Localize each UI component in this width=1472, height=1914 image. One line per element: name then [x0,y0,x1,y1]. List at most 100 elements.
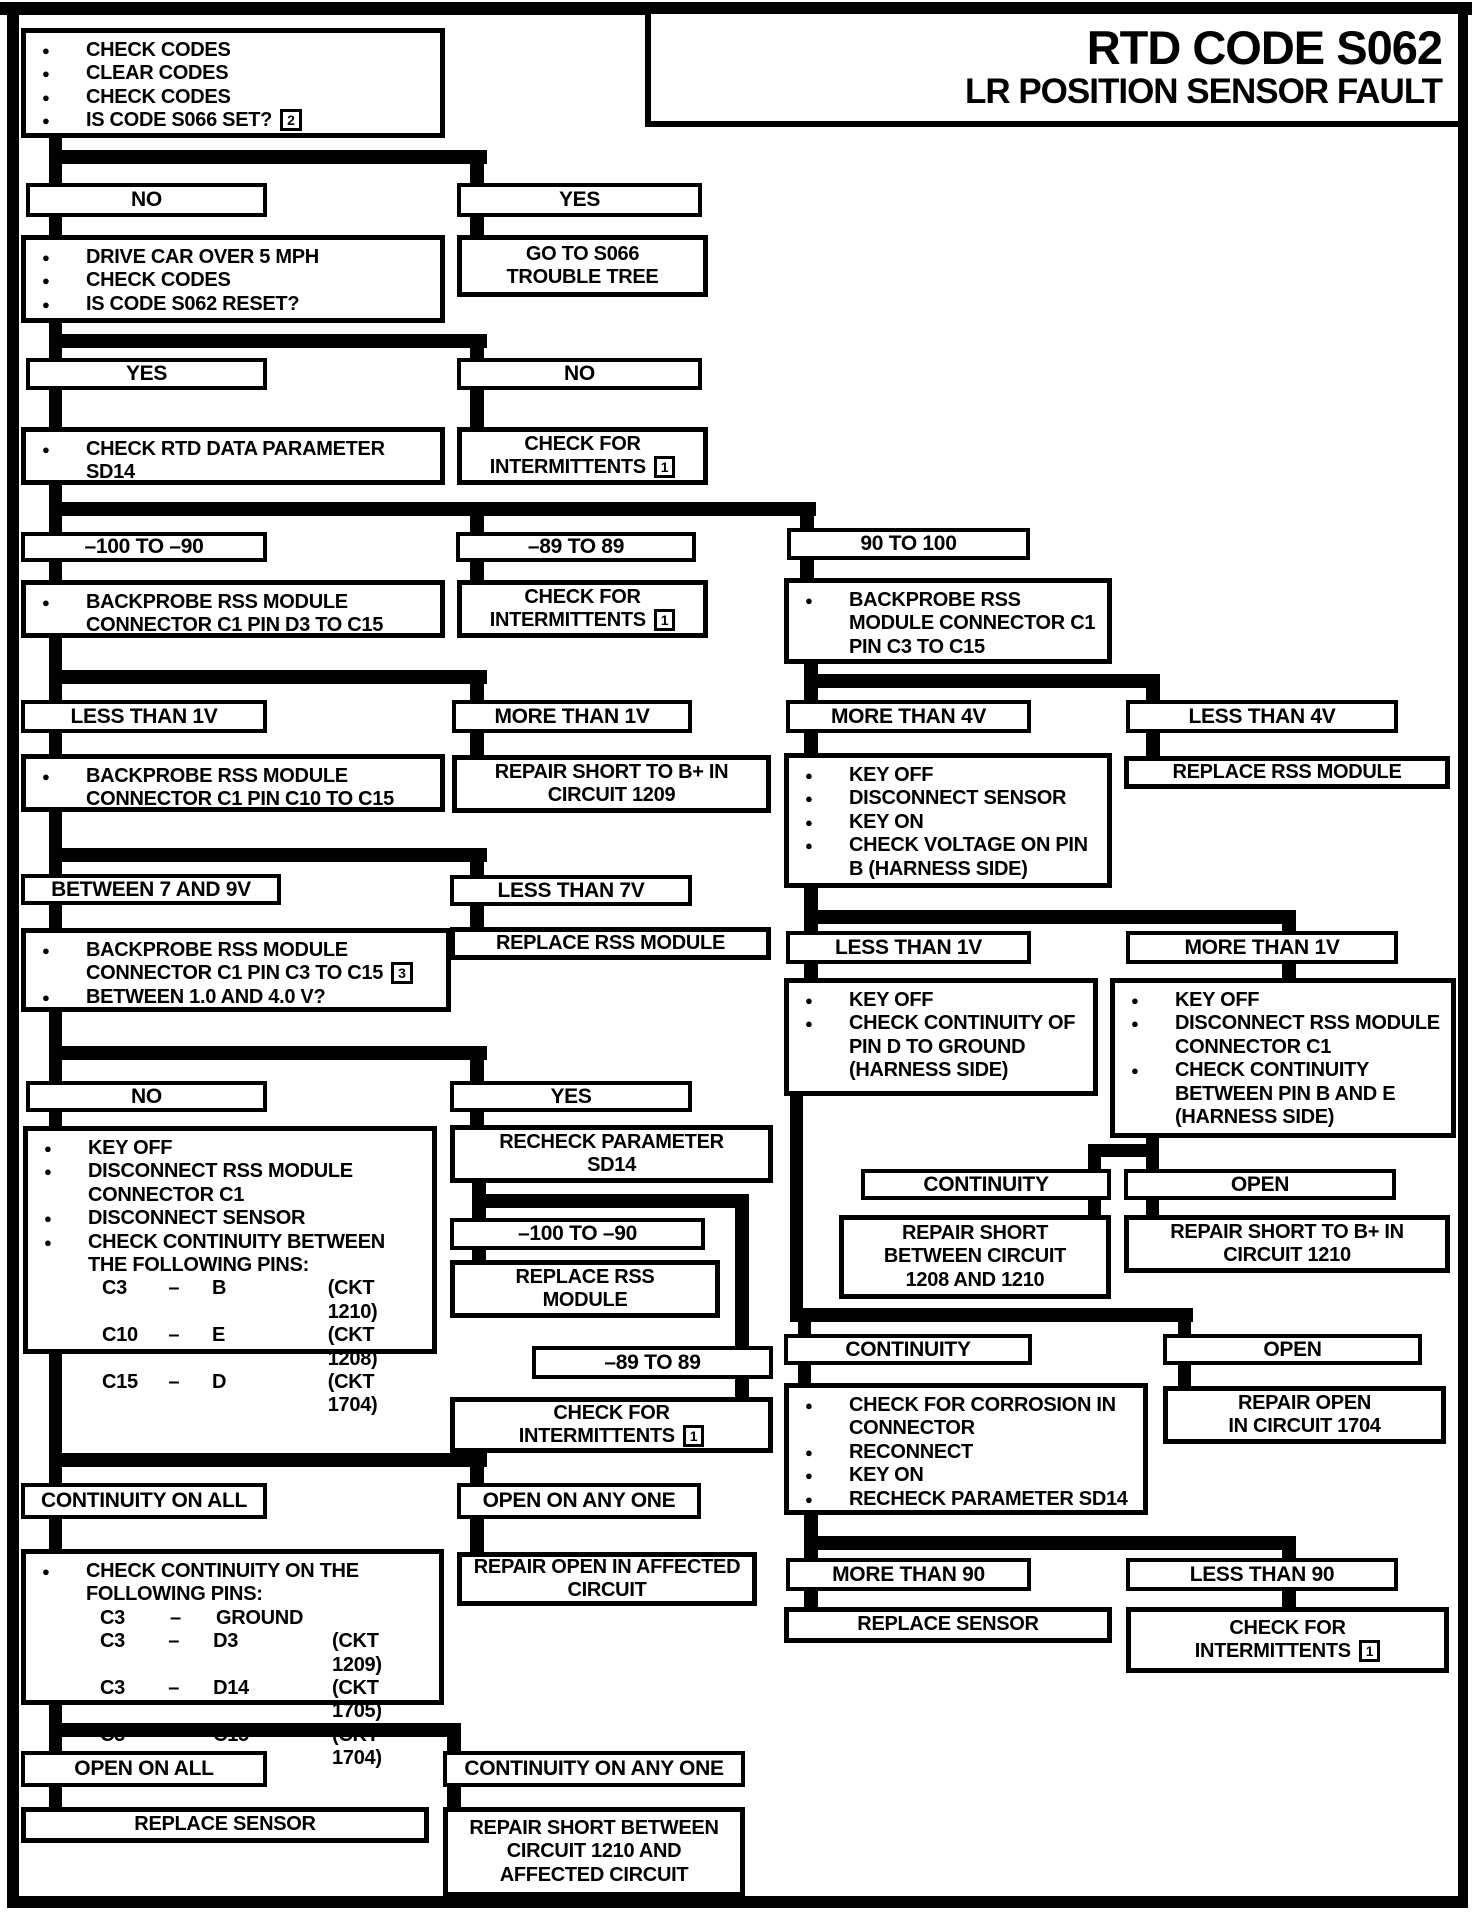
bullet-item: ●CHECK CODES [34,86,432,109]
bullet-item: ●KEY ON [797,811,1099,834]
connector [49,638,62,700]
node-keyoff-pind-ground: ●KEY OFF●CHECK CONTINUITY OF PIN D TO GR… [784,978,1098,1096]
node-replace-sensor-right: REPLACE SENSOR [784,1607,1112,1643]
node-text-line: REPLACE RSS MODULE [495,931,726,954]
bullet-item: ●CHECK RTD DATA PARAMETER SD14 [34,438,432,485]
connector [472,1250,486,1260]
pin-cell: C10 [102,1324,138,1347]
bullet-item: ●KEY OFF [36,1137,424,1160]
bullet-item: ●BACKPROBE RSS MODULE CONNECTOR C1 PIN C… [797,589,1099,659]
bullet-icon: ● [805,838,813,854]
node-label-yes-2: YES [26,358,267,390]
bullet-icon: ● [42,43,50,58]
pin-cell: C15 [213,1723,249,1746]
pin-cell: C3 [100,1676,125,1699]
connector [1282,910,1296,931]
node-label-morethan1v-right: MORE THAN 1V [1126,931,1398,964]
node-text-line: –89 TO 89 [604,1350,701,1374]
item-text: CHECK FOR CORROSION IN CONNECTOR [849,1394,1116,1440]
node-text-line: 1208 AND 1210 [905,1268,1045,1291]
item-text: KEY OFF [849,764,934,786]
connector [1088,1144,1159,1157]
node-label-morethan90: MORE THAN 90 [786,1558,1031,1591]
item-text: CHECK RTD DATA PARAMETER SD14 [86,438,385,484]
connector [49,848,487,862]
bullet-item: ●IS CODE S062 RESET? [34,293,432,316]
bullet-icon: ● [42,769,50,784]
item-text: CHECK CODES [86,269,231,292]
bullet-icon: ● [42,296,50,312]
bullet-icon: ● [44,1234,52,1250]
node-label-90to100: 90 TO 100 [787,528,1030,560]
node-label-lessthan4v: LESS THAN 4V [1126,700,1398,733]
pin-cell: (CKT 1208) [327,1324,378,1370]
bullet-item: ●CHECK CONTINUITY BETWEEN PIN B AND E (H… [1123,1059,1443,1129]
bullet-item: ●DISCONNECT RSS MODULE CONNECTOR C1 [36,1160,424,1207]
pin-cell: (CKT 1704) [327,1370,378,1417]
pin-cell: – [168,1370,180,1393]
node-backprobe-c3-note3: ●BACKPROBE RSS MODULE CONNECTOR C1 PIN C… [21,928,451,1012]
bullet-item: ● CHECK CODES [34,269,432,292]
pin-cell: C3 [100,1723,125,1746]
bullet-item: ●KEY ON [797,1464,1135,1487]
item-text: KEY OFF [88,1137,173,1159]
bullet-item: ●KEY OFF [797,989,1085,1012]
bullet-icon: ● [805,993,813,1008]
item-text: KEY ON [849,810,924,833]
connector [49,217,62,235]
node-drive-car: ●DRIVE CAR OVER 5 MPH ● CHECK CODES●IS COD… [21,235,445,323]
node-label-minus89-1: –89 TO 89 [456,532,696,562]
node-label-lessthan1v-left: LESS THAN 1V [21,700,267,733]
connector [49,562,62,580]
item-text: BACKPROBE RSS MODULE CONNECTOR C1 PIN C1… [86,765,394,811]
connector [470,848,484,875]
footnote-marker: 1 [653,456,676,479]
connector [49,1046,487,1060]
connector [49,390,62,427]
node-replace-rss-far-right: REPLACE RSS MODULE [1124,756,1450,789]
connector [1146,1144,1159,1169]
connector [49,905,62,928]
connector [472,1194,749,1208]
bullet-item: ●RECHECK PARAMETER SD14 [797,1488,1135,1511]
connector [49,733,62,754]
node-text-line: YES [558,188,601,211]
connector [470,562,484,580]
bullet-icon: ● [805,768,813,783]
bullet-icon: ● [42,273,50,289]
bullet-item: ●DRIVE CAR OVER 5 MPH [34,246,432,269]
bullet-item: ● KEY OFF [797,764,1099,787]
bullet-item: ●BETWEEN 1.0 AND 4.0 V? [34,986,438,1009]
item-text: CHECK VOLTAGE ON PIN B (HARNESS SIDE) [849,834,1088,880]
connector [49,150,487,164]
bullet-icon: ● [805,1491,813,1507]
node-label-no-1: NO [26,183,267,217]
footnote-marker: 3 [391,962,413,985]
page-border-left [7,2,19,1908]
item-text: CHECK CONTINUITY BETWEEN PIN B AND E (HA… [1175,1059,1396,1128]
item-text: CHECK CODES [86,85,231,108]
node-text-line: OPEN [1263,1337,1322,1361]
connector [470,670,484,700]
connector [49,1453,487,1467]
node-text-line: OPEN ON ALL [74,1757,214,1780]
node-label-open-1: OPEN [1124,1169,1396,1200]
node-text-line: GO TO S066 [525,242,640,265]
item-text: DISCONNECT SENSOR [849,787,1067,810]
pin-cell: GROUND [216,1606,304,1629]
pin-cell: – [170,1606,181,1629]
connector [470,1112,484,1125]
node-text-line: NO [564,362,595,385]
node-label-lessthan7v: LESS THAN 7V [450,875,692,906]
node-text-line: CHECK FOR [553,1401,670,1424]
node-label-minus100-2: –100 TO –90 [450,1218,705,1250]
node-text-line: CONTINUITY [845,1337,971,1361]
bullet-item: ●BACKPROBE RSS MODULE CONNECTOR C1 PIN D… [34,591,432,638]
